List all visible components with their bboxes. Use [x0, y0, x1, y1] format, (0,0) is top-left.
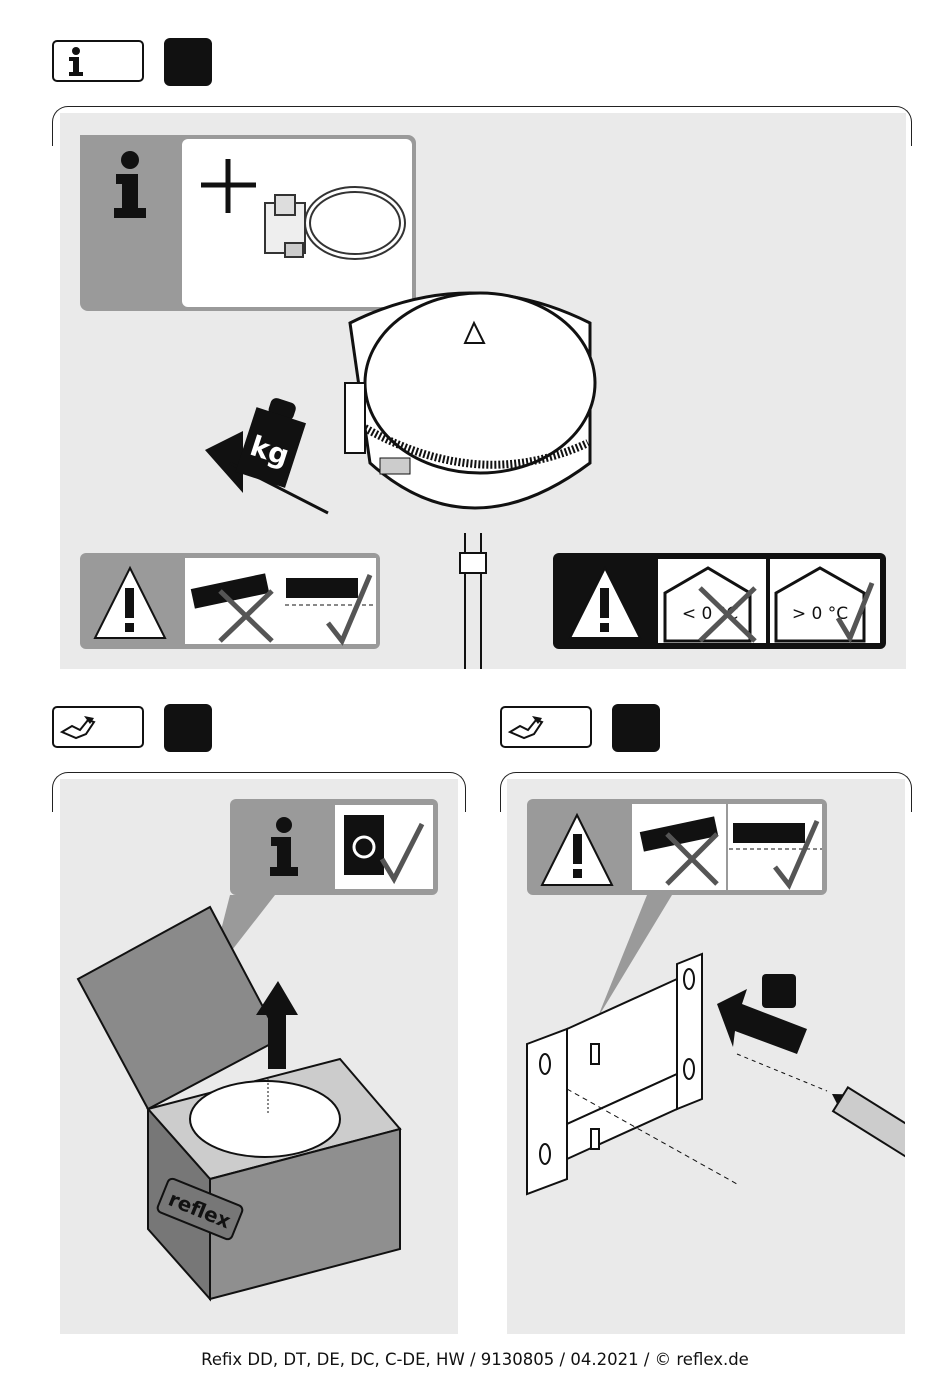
wrench-hand-icon: [54, 708, 142, 746]
product-box: reflex: [78, 907, 400, 1299]
unboxing-panel: reflex: [60, 779, 458, 1334]
recycle-bin-icon: [344, 815, 384, 875]
wrench-hand-icon: [502, 708, 590, 746]
tools-header-box-left: [52, 706, 144, 748]
step-number-badge: [164, 38, 212, 86]
pencil-icon: [825, 1082, 905, 1169]
bracket-marking-illustration: [507, 779, 905, 1334]
step-number-badge: [762, 974, 796, 1008]
unboxing-illustration: reflex: [60, 779, 458, 1334]
footer-text: Refix DD, DT, DE, DC, C-DE, HW / 9130805…: [0, 1350, 950, 1369]
top-panel: kg: [60, 113, 906, 669]
bracket-marking-panel: [507, 779, 905, 1334]
frost-warning-panel: < 0 °C > 0 °C: [553, 553, 886, 649]
info-header-box: [52, 40, 144, 82]
level-warning-panel: [80, 553, 380, 649]
step-number-badge: [164, 704, 212, 752]
top-panel-illustration: kg: [60, 113, 906, 669]
kg-weight-icon: kg: [236, 393, 311, 488]
step-number-badge: [612, 704, 660, 752]
info-icon: [54, 42, 142, 80]
recycling-info-callout: [208, 799, 438, 981]
mark-arrow: [717, 974, 807, 1054]
tools-header-box-right: [500, 706, 592, 748]
accessory-info-callout: [80, 135, 416, 311]
